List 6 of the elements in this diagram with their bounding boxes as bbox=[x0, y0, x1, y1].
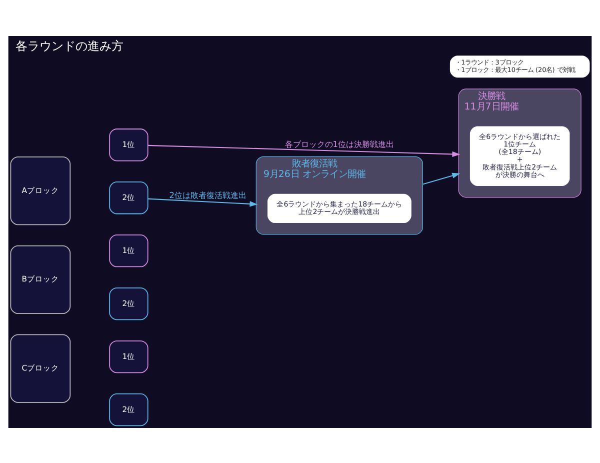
diagram-title: 各ラウンドの進み方 bbox=[15, 38, 124, 53]
edge-label: 各ブロックの1位は決勝戦進出 bbox=[284, 138, 394, 148]
edge-label: 2位は敗者復活戦進出 bbox=[169, 189, 247, 200]
arrow bbox=[148, 198, 258, 206]
arrow bbox=[148, 144, 460, 156]
arrow bbox=[422, 172, 460, 184]
